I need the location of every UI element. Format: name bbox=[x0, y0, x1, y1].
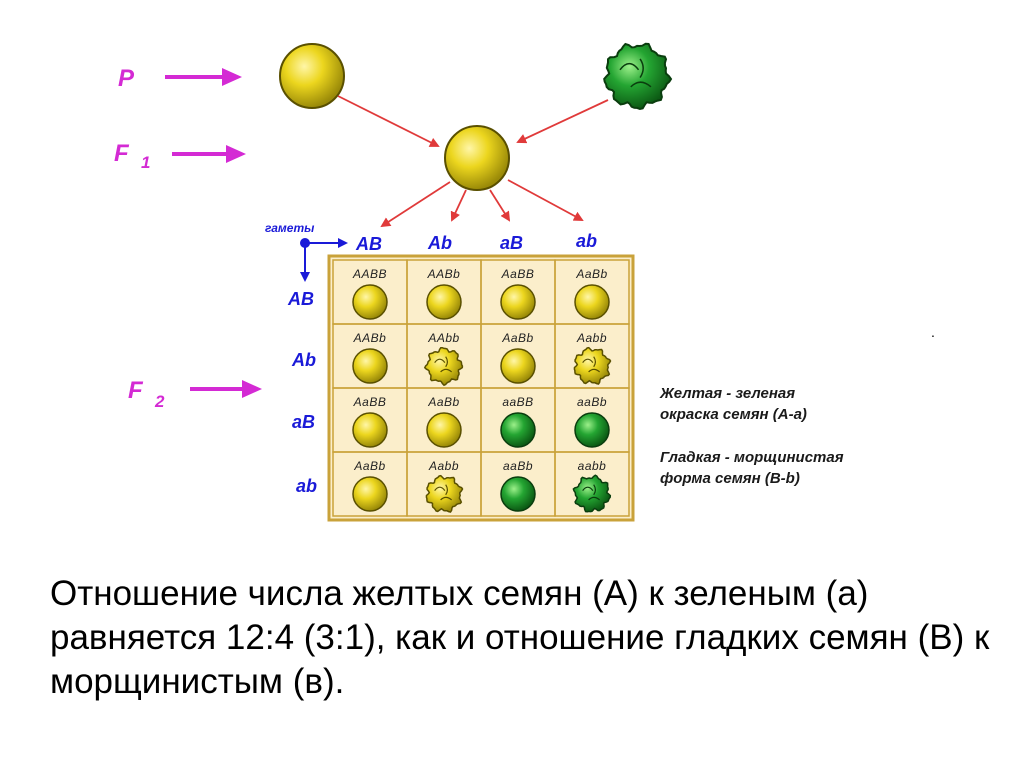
generation-f2: F 2 bbox=[128, 377, 262, 411]
legend: Желтая - зеленая окраска семян (А-а) Гла… bbox=[659, 385, 844, 487]
arrow-f1-to-gamete-ab-lower bbox=[489, 189, 511, 222]
f1-yellow-smooth-seed bbox=[444, 125, 510, 191]
punnett-seed-wrinkled bbox=[423, 346, 464, 387]
generation-f2-subscript: 2 bbox=[154, 392, 165, 411]
punnett-genotype: aaBb bbox=[577, 395, 607, 409]
punnett-seed-smooth bbox=[574, 284, 610, 320]
generation-p: P bbox=[118, 65, 242, 92]
generation-f1-arrowhead bbox=[226, 145, 246, 163]
stray-dot-mark: . bbox=[931, 324, 935, 340]
legend-shape-line1: Гладкая - морщинистая bbox=[660, 449, 844, 466]
dihybrid-cross-diagram: P F 1 F 2 гаметы AB Ab aB ab AB Ab bbox=[114, 42, 844, 522]
punnett-seed-wrinkle-lines bbox=[582, 484, 601, 501]
punnett-cell: aaBB bbox=[480, 387, 556, 453]
punnett-seed-wrinkled bbox=[572, 474, 612, 513]
punnett-genotype: AaBb bbox=[575, 267, 607, 281]
parent-green-wrinkle-lines bbox=[619, 58, 652, 88]
punnett-seed-smooth bbox=[500, 348, 536, 384]
punnett-genotype: aaBB bbox=[502, 395, 533, 409]
generation-f2-arrowhead bbox=[242, 380, 262, 398]
arrow-p2-to-f1 bbox=[516, 99, 609, 144]
punnett-genotype: AABb bbox=[427, 267, 461, 281]
punnett-cell: AaBB bbox=[332, 387, 408, 453]
arrow-f1-to-gamete-ab-recessive bbox=[507, 179, 584, 221]
punnett-genotype: AABb bbox=[353, 331, 387, 345]
punnett-seed-smooth bbox=[500, 412, 536, 448]
parent-yellow-smooth-seed bbox=[279, 43, 345, 109]
legend-shape-line2: форма семян (В-b) bbox=[660, 470, 800, 487]
row-gamete-label: aB bbox=[292, 412, 315, 432]
gametes-label: гаметы bbox=[265, 221, 315, 235]
arrow-f1-to-gamete-ab-upper bbox=[380, 181, 451, 228]
punnett-genotype: AaBb bbox=[427, 395, 459, 409]
punnett-seed-smooth bbox=[426, 284, 462, 320]
punnett-genotype: Aabb bbox=[576, 331, 607, 345]
arrow-f1-to-gamete-ab-mixed bbox=[450, 189, 467, 222]
row-gamete-label: Ab bbox=[291, 350, 316, 370]
column-gamete-label: aB bbox=[500, 233, 523, 253]
generation-f1-label: F bbox=[114, 140, 130, 167]
punnett-genotype: aabb bbox=[578, 459, 607, 473]
punnett-cell: aabb bbox=[554, 451, 630, 517]
punnett-seed-smooth bbox=[352, 412, 388, 448]
punnett-seed-wrinkle-lines bbox=[582, 356, 601, 373]
row-gamete-label: AB bbox=[287, 289, 314, 309]
punnett-seed-smooth bbox=[352, 284, 388, 320]
column-gamete-label: Ab bbox=[427, 233, 452, 253]
row-gamete-labels: AB Ab aB ab bbox=[287, 289, 317, 496]
punnett-seed-smooth bbox=[426, 412, 462, 448]
generation-p-arrowhead bbox=[222, 68, 242, 86]
generation-f2-label: F bbox=[128, 377, 144, 404]
punnett-genotype: AaBB bbox=[353, 395, 387, 409]
legend-color-line1: Желтая - зеленая bbox=[659, 385, 795, 402]
punnett-cell: AaBb bbox=[554, 259, 630, 325]
punnett-seed-wrinkle-lines bbox=[434, 484, 453, 501]
legend-color-line2: окраска семян (А-а) bbox=[660, 406, 807, 423]
generation-p-label: P bbox=[118, 65, 135, 92]
column-gamete-label: AB bbox=[355, 234, 382, 254]
punnett-seed-wrinkle-lines bbox=[434, 356, 453, 373]
punnett-genotype: Aabb bbox=[428, 459, 459, 473]
column-gamete-label: ab bbox=[576, 231, 597, 251]
punnett-cell: aaBb bbox=[480, 451, 556, 517]
arrow-p1-to-f1 bbox=[337, 95, 440, 147]
caption-text: Отношение числа желтых семян (А) к зелен… bbox=[50, 574, 990, 701]
punnett-seed-smooth bbox=[500, 476, 536, 512]
punnett-genotype: AaBB bbox=[501, 267, 535, 281]
generation-f1-subscript: 1 bbox=[141, 153, 150, 172]
row-gamete-label: ab bbox=[296, 476, 317, 496]
punnett-seed-smooth bbox=[500, 284, 536, 320]
punnett-genotype: AAbb bbox=[427, 331, 459, 345]
punnett-cell: AABb bbox=[406, 259, 482, 325]
parent-green-wrinkled-seed bbox=[603, 42, 673, 111]
punnett-seed-smooth bbox=[352, 348, 388, 384]
punnett-cell: AAbb bbox=[406, 323, 482, 389]
punnett-seed-wrinkled bbox=[573, 346, 612, 385]
generation-f1: F 1 bbox=[114, 140, 246, 172]
punnett-seed-wrinkled bbox=[425, 474, 464, 513]
punnett-seed-smooth bbox=[352, 476, 388, 512]
punnett-genotype: AaBb bbox=[353, 459, 385, 473]
punnett-genotype: AABB bbox=[352, 267, 387, 281]
column-gamete-labels: AB Ab aB ab bbox=[355, 231, 597, 254]
punnett-cell: AABB bbox=[332, 259, 408, 325]
punnett-genotype: aaBb bbox=[503, 459, 533, 473]
punnett-genotype: AaBb bbox=[501, 331, 533, 345]
punnett-cell-border bbox=[554, 451, 630, 517]
punnett-seed-smooth bbox=[574, 412, 610, 448]
